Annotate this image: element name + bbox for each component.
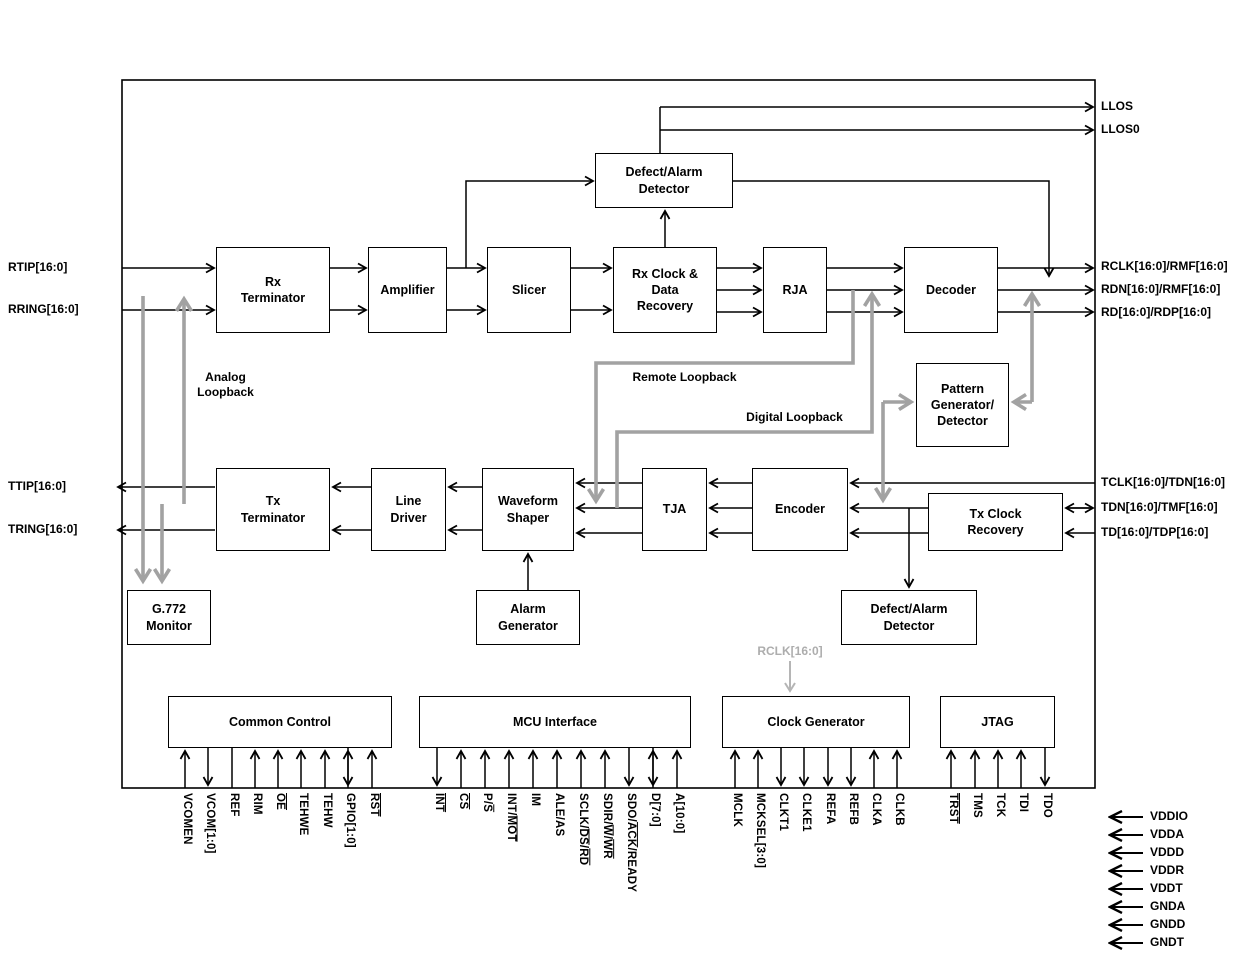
- bottom-pin-label: INT: [433, 793, 445, 813]
- pin-label-td: TD[16:0]/TDP[16:0]: [1101, 525, 1209, 539]
- bottom-pin-label: TCK: [994, 793, 1006, 818]
- block-tx-clock-recovery: Tx Clock Recovery: [928, 493, 1063, 551]
- power-pin-label: GNDT: [1150, 935, 1184, 949]
- black-signal-lines: [116, 101, 1095, 590]
- bottom-pin-label: TDO: [1041, 793, 1053, 818]
- bottom-pin-label: CLKT1: [777, 793, 789, 832]
- block-rx-terminator: Rx Terminator: [216, 247, 330, 333]
- power-pin-label: VDDIO: [1150, 809, 1189, 823]
- power-pin-label: VDDR: [1150, 863, 1185, 877]
- bottom-pin-label: SDIR/W/WR: [601, 793, 613, 859]
- block-slicer: Slicer: [487, 247, 571, 333]
- block-tx-terminator: Tx Terminator: [216, 468, 330, 551]
- bottom-pin-label: ALE/AS: [553, 793, 565, 837]
- bottom-pin-label: VCOM[1:0]: [204, 793, 216, 854]
- block-rx-cdr: Rx Clock & Data Recovery: [613, 247, 717, 333]
- digital-loopback-path: [615, 290, 882, 508]
- bottom-pin-label: CLKA: [870, 793, 882, 826]
- bottom-pin-label: INT/MOT: [505, 793, 517, 842]
- block-common-control: Common Control: [168, 696, 392, 748]
- pin-label-rdn: RDN[16:0]/RMF[16:0]: [1101, 282, 1221, 296]
- loopback-paths: [133, 290, 1042, 585]
- pin-lines: [179, 748, 1143, 943]
- bottom-pin-label: SCLK/DS/RD: [577, 793, 589, 866]
- pin-label-rtip: RTIP[16:0]: [8, 260, 68, 274]
- bottom-pin-label: OE: [274, 793, 286, 811]
- block-waveform-shaper: Waveform Shaper: [482, 468, 574, 551]
- bottom-pin-label: CS: [457, 793, 469, 810]
- pin-label-tdn: TDN[16:0]/TMF[16:0]: [1101, 500, 1218, 514]
- bottom-pin-label: GPIO[1:0]: [344, 793, 356, 848]
- pin-label-tclk: TCLK[16:0]/TDN[16:0]: [1101, 475, 1226, 489]
- bottom-pin-label: SDO/ACK/READY: [625, 793, 637, 893]
- chip-boundary: [121, 79, 1096, 789]
- block-clock-generator: Clock Generator: [722, 696, 910, 748]
- bottom-pin-label: TRST: [947, 793, 959, 824]
- pin-label-ttip: TTIP[16:0]: [8, 479, 67, 493]
- power-pin-label: VDDA: [1150, 827, 1185, 841]
- rclk-gray-label: RCLK[16:0]: [757, 644, 823, 658]
- remote-loopback-path: [586, 290, 855, 505]
- power-pin-label: GNDD: [1150, 917, 1186, 931]
- pin-label-rclk: RCLK[16:0]/RMF[16:0]: [1101, 259, 1228, 273]
- block-alarm-generator: Alarm Generator: [476, 590, 580, 645]
- block-tja: TJA: [642, 468, 707, 551]
- bottom-pin-label: MCKSEL[3:0]: [754, 793, 766, 869]
- bottom-pin-label: D[7:0]: [649, 793, 661, 827]
- bottom-pin-label: MCLK: [731, 793, 743, 828]
- bottom-pin-label: CLKB: [893, 793, 905, 826]
- bottom-pin-label: IM: [529, 793, 541, 807]
- bottom-pin-label: TDI: [1017, 793, 1029, 813]
- block-defect-alarm-top: Defect/Alarm Detector: [595, 153, 733, 208]
- block-defect-alarm-bottom: Defect/Alarm Detector: [841, 590, 977, 645]
- block-jtag: JTAG: [940, 696, 1055, 748]
- pin-label-rring: RRING[16:0]: [8, 302, 79, 316]
- bottom-pin-label: TEHW: [321, 793, 333, 828]
- pin-label-llos0: LLOS0: [1101, 122, 1140, 136]
- block-encoder: Encoder: [752, 468, 848, 551]
- block-pattern-gen: Pattern Generator/ Detector: [916, 363, 1009, 447]
- power-pin-label: GNDA: [1150, 899, 1186, 913]
- block-rja: RJA: [763, 247, 827, 333]
- bottom-pin-label: RST: [368, 793, 380, 817]
- bottom-pin-label: CLKE1: [800, 793, 812, 832]
- power-pin-label: VDDD: [1150, 845, 1185, 859]
- remote-loopback-label: Remote Loopback: [632, 370, 737, 384]
- analog-loopback-label: Analog Loopback: [197, 370, 254, 399]
- pin-label-tring: TRING[16:0]: [8, 522, 78, 536]
- bottom-pin-label: REFA: [824, 793, 836, 825]
- bottom-pin-label: REF: [228, 793, 240, 817]
- pin-label-rd: RD[16:0]/RDP[16:0]: [1101, 305, 1212, 319]
- bottom-pin-label: REFB: [847, 793, 859, 826]
- block-decoder: Decoder: [904, 247, 998, 333]
- digital-loopback-label: Digital Loopback: [746, 410, 843, 424]
- block-amplifier: Amplifier: [368, 247, 447, 333]
- bottom-pin-label: RIM: [251, 793, 263, 815]
- bottom-pin-label: TMS: [971, 793, 983, 818]
- bottom-pin-label: P/S: [481, 793, 493, 813]
- power-pin-label: VDDT: [1150, 881, 1183, 895]
- bottom-pin-label: A[10:0]: [673, 793, 685, 834]
- bottom-pin-label: TEHWE: [297, 793, 309, 836]
- block-mcu-interface: MCU Interface: [419, 696, 691, 748]
- pin-label-llos: LLOS: [1101, 99, 1133, 113]
- block-g772-monitor: G.772 Monitor: [127, 590, 211, 645]
- bottom-pin-label: VCOMEN: [181, 793, 193, 845]
- block-line-driver: Line Driver: [371, 468, 446, 551]
